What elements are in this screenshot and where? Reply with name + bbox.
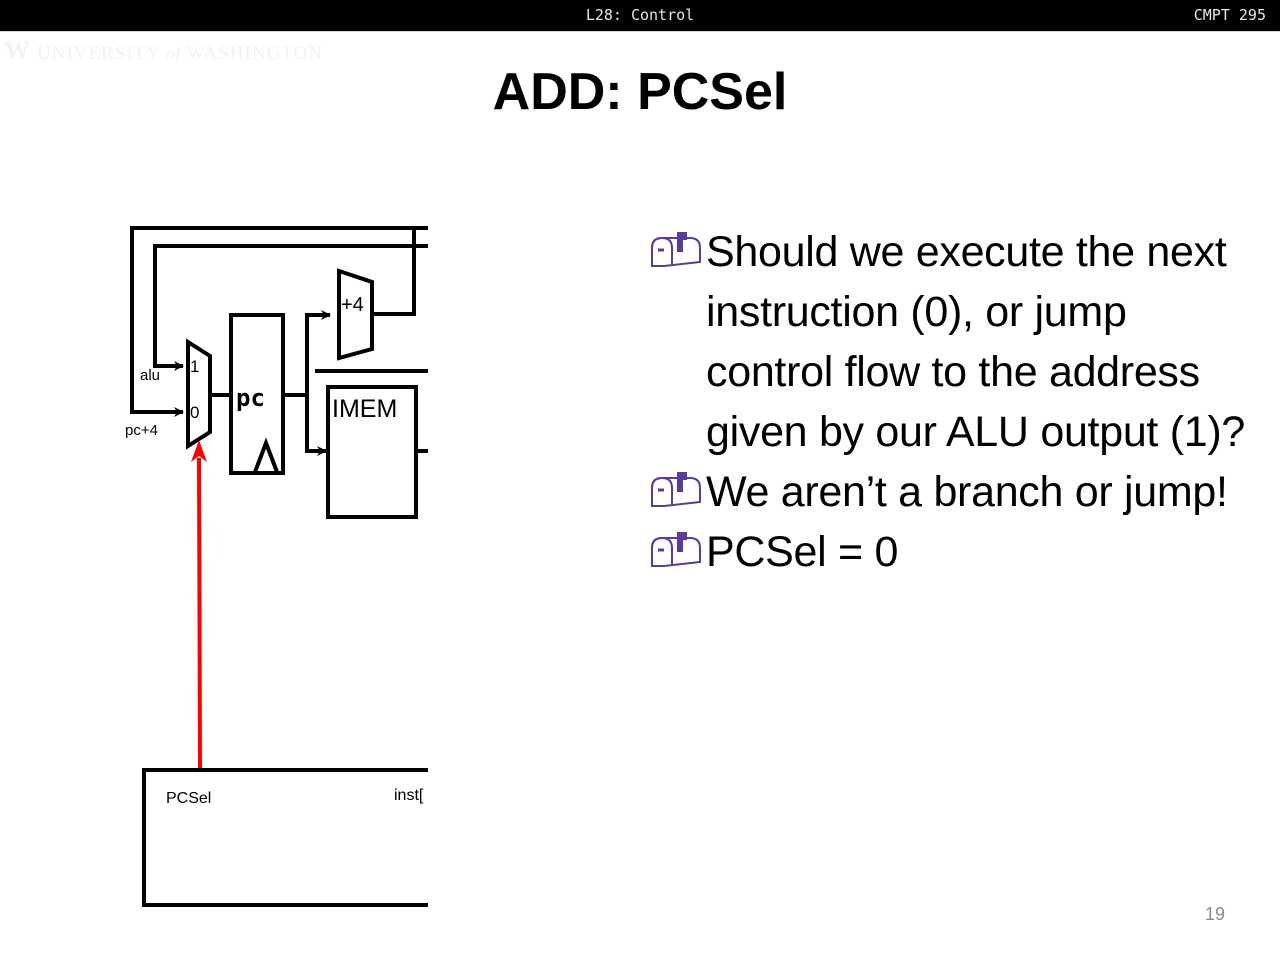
logo-text-university: UNIVERSITY (37, 43, 161, 64)
adder-plus4 (337, 268, 374, 361)
datapath-diagram: 1 0 alu pc+4 pc +4 IMEM PCSel inst[ (125, 226, 428, 907)
lecture-title: L28: Control (585, 6, 695, 24)
uw-mark-icon: W (4, 36, 31, 65)
bullet-text: We aren’t a branch or jump! (706, 468, 1228, 516)
header-bar: L28: Control CMPT 295 (0, 0, 1280, 32)
mailbox-icon (651, 532, 701, 567)
slide-title: ADD: PCSel (492, 63, 788, 121)
wire-adder-out (370, 228, 416, 316)
course-code: CMPT 295 (1193, 6, 1266, 24)
bullet-text: Should we execute the next instruction (… (706, 228, 1245, 456)
control-block (142, 768, 428, 907)
bullet-list: Should we execute the next instruction (… (650, 222, 1250, 582)
wire-alu-feedback (153, 244, 428, 371)
logo-text-of: of (166, 44, 182, 63)
bullet-item: Should we execute the next instruction (… (650, 222, 1250, 462)
pc-label: pc (236, 384, 265, 412)
bullet-item: PCSel = 0 (650, 522, 1250, 582)
clock-triangle-icon (253, 437, 279, 473)
bullet-item: We aren’t a branch or jump! (650, 462, 1250, 522)
control-inst-label: inst[ (394, 787, 424, 804)
pcsel-signal-wire (191, 440, 207, 769)
adder-label: +4 (341, 294, 364, 316)
pc4-label: pc+4 (125, 422, 158, 439)
logo-text-washington: WASHINGTON (186, 43, 324, 64)
imem-label: IMEM (332, 395, 397, 423)
wire-pc4-feedback (130, 226, 428, 417)
mux-input-0-label: 0 (190, 403, 199, 422)
page-number: 19 (1204, 904, 1225, 924)
mux-input-1-label: 1 (190, 357, 199, 376)
wire-pc-to-adder (305, 310, 331, 395)
control-pcsel-label: PCSel (166, 790, 211, 807)
university-logo: W UNIVERSITY of WASHINGTON (4, 36, 323, 66)
mailbox-icon (651, 472, 701, 507)
alu-label: alu (140, 367, 160, 384)
mailbox-icon (651, 232, 701, 267)
pc-mux (186, 338, 212, 450)
wire-pc-to-imem (305, 395, 327, 456)
bullet-text: PCSel = 0 (706, 528, 899, 576)
